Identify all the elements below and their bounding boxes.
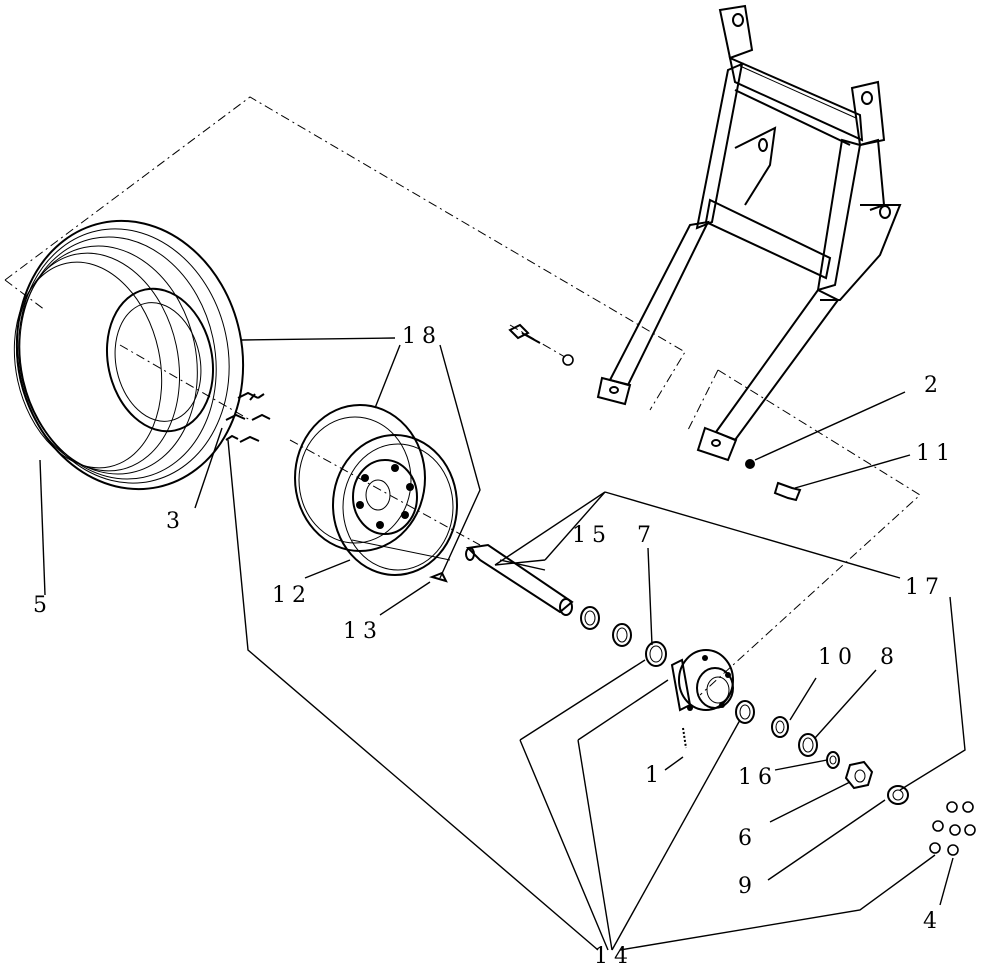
callout-14: 14 [594, 944, 634, 969]
frame-fasteners [508, 323, 802, 502]
callout-4: 4 [923, 909, 943, 934]
frame-bracket [596, 4, 902, 462]
callout-13: 13 [343, 619, 383, 644]
callout-3: 3 [166, 509, 186, 534]
callout-10: 10 [818, 645, 858, 670]
spindle [465, 543, 574, 616]
lug-nuts [929, 801, 976, 856]
valve-stem [428, 571, 448, 583]
seal-inner [739, 704, 751, 720]
lug-bolts [225, 391, 271, 443]
callout-7: 7 [637, 523, 657, 548]
tire [13, 219, 245, 491]
callout-15: 15 [572, 523, 612, 548]
callout-8: 8 [880, 645, 900, 670]
callout-6: 6 [738, 826, 758, 851]
callout-16: 16 [738, 765, 778, 790]
callout-12: 12 [272, 583, 312, 608]
callout-5: 5 [33, 593, 53, 618]
callout-2: 2 [924, 373, 944, 398]
rim [294, 404, 458, 576]
callout-11: 11 [916, 441, 956, 466]
callout-1: 1 [645, 763, 665, 788]
phantom-outline [4, 96, 921, 696]
callout-labels: 5 3 12 13 18 15 7 17 2 11 10 8 1 16 6 9 … [33, 324, 956, 969]
seal [735, 700, 755, 724]
callout-18: 18 [402, 324, 442, 349]
callout-17: 17 [905, 575, 945, 600]
hub-small-parts [771, 716, 909, 805]
grease-fitting [682, 727, 687, 749]
callout-9: 9 [738, 874, 758, 899]
hub [670, 649, 734, 712]
leader-lines [39, 337, 966, 951]
bearings [580, 606, 667, 667]
